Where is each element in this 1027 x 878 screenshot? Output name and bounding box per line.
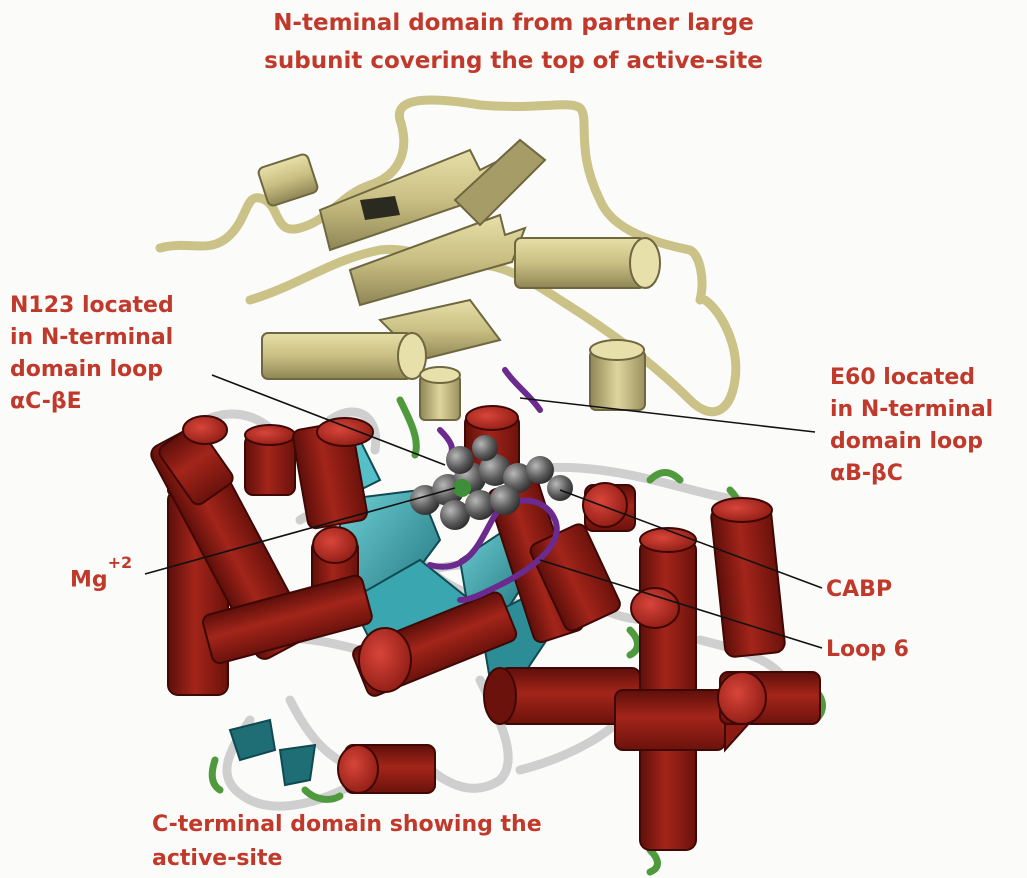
mg-ion bbox=[453, 479, 471, 497]
label-line: αC-βE bbox=[10, 386, 174, 418]
label-line: E60 located bbox=[830, 362, 993, 394]
mg-label-charge: +2 bbox=[108, 553, 133, 572]
e60-label: E60 located in N-terminal domain loop αB… bbox=[830, 362, 993, 490]
helix bbox=[245, 425, 295, 495]
partner-domain-caption: N-teminal domain from partner large subu… bbox=[0, 4, 1027, 80]
partner-helix bbox=[262, 333, 426, 379]
caption-line: active-site bbox=[152, 842, 542, 876]
helix bbox=[583, 483, 635, 531]
label-line: N123 located bbox=[10, 290, 174, 322]
label-line: in N-terminal bbox=[830, 394, 993, 426]
mg-label-base: Mg bbox=[70, 567, 108, 592]
c-terminal-caption: C-terminal domain showing the active-sit… bbox=[152, 808, 542, 876]
partner-helix bbox=[515, 238, 660, 288]
label-line: in N-terminal bbox=[10, 322, 174, 354]
caption-line: N-teminal domain from partner large bbox=[0, 4, 1027, 42]
leader-line-e60 bbox=[520, 398, 815, 432]
label-line: αB-βC bbox=[830, 458, 993, 490]
cabp-label: CABP bbox=[826, 574, 892, 606]
label-line: domain loop bbox=[10, 354, 174, 386]
partner-helix bbox=[590, 340, 645, 410]
partner-n-terminal-domain bbox=[160, 100, 736, 420]
loop6-label: Loop 6 bbox=[826, 634, 909, 666]
n123-label: N123 located in N-terminal domain loop α… bbox=[10, 290, 174, 418]
helix bbox=[338, 745, 435, 793]
partner-helix bbox=[420, 367, 460, 420]
label-line: domain loop bbox=[830, 426, 993, 458]
helix bbox=[718, 672, 820, 724]
partner-helix bbox=[257, 153, 319, 207]
caption-line: C-terminal domain showing the bbox=[152, 808, 542, 842]
caption-line: subunit covering the top of active-site bbox=[0, 42, 1027, 80]
mg-label: Mg+2 bbox=[70, 557, 132, 596]
